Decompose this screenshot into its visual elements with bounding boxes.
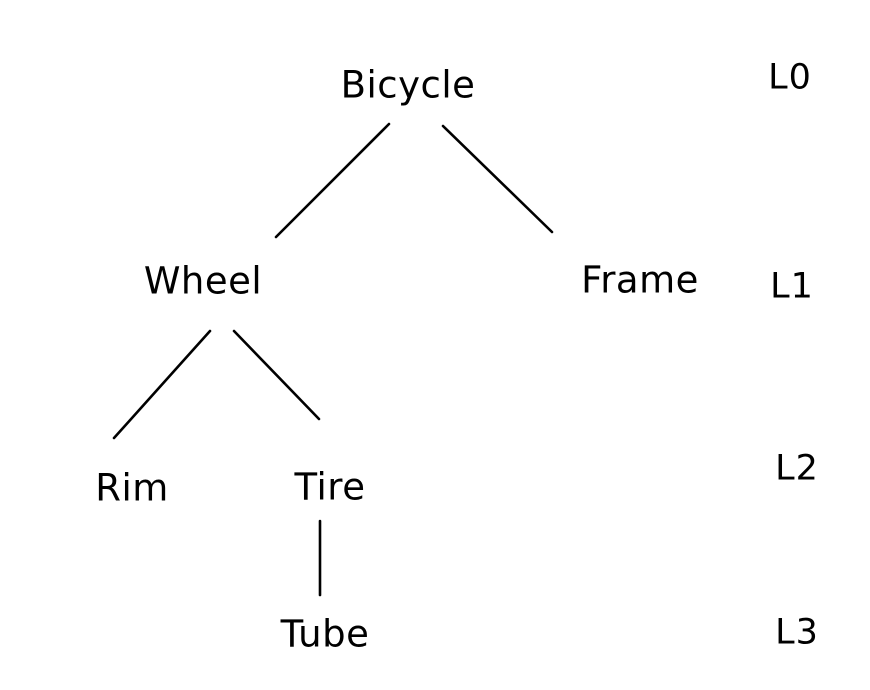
tree-node-wheel[interactable]: Wheel: [143, 259, 263, 303]
tree-node-tube[interactable]: Tube: [280, 612, 370, 656]
tree-node-tire[interactable]: Tire: [294, 465, 366, 509]
tree-edge-wheel-to-rim: [112, 329, 212, 440]
level-label-l1: L1: [770, 266, 814, 307]
level-label-l0: L0: [768, 57, 812, 98]
tree-node-rim[interactable]: Rim: [95, 466, 169, 510]
level-label-l3: L3: [775, 612, 819, 653]
tree-edge-bicycle-to-wheel: [274, 122, 391, 239]
tree-node-bicycle[interactable]: Bicycle: [340, 63, 476, 107]
level-label-l2: L2: [775, 448, 819, 489]
tree-edge-bicycle-to-frame: [441, 124, 554, 234]
tree-node-frame[interactable]: Frame: [581, 258, 699, 302]
tree-edge-wheel-to-tire: [232, 329, 321, 421]
